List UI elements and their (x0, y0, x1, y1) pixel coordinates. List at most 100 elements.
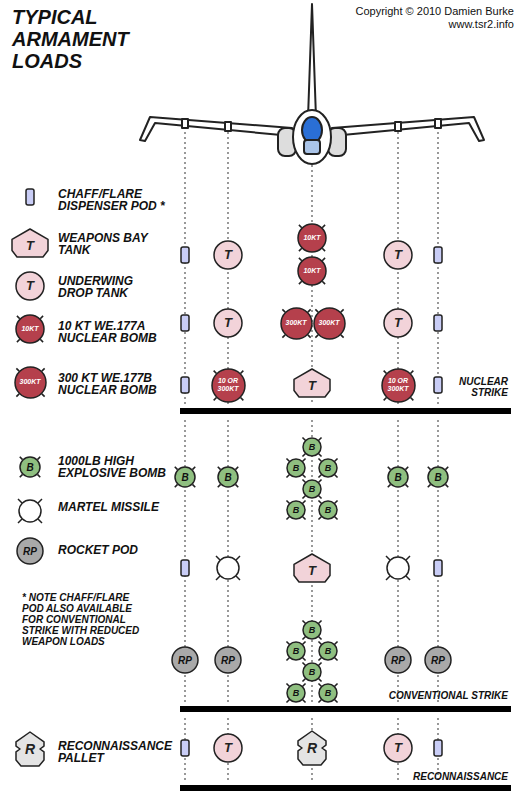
symbol-letter: RP (431, 655, 445, 666)
symbol-letter: B (293, 463, 300, 473)
he-bomb: B (286, 641, 306, 661)
symbol-letter: B (293, 688, 300, 698)
he-bomb: B (318, 641, 338, 661)
legend-text: MARTEL MISSILE (58, 501, 168, 513)
symbol-letter: 10 OR 300KT (215, 377, 241, 393)
diagram-title: TYPICAL ARMAMENT LOADS (12, 6, 152, 72)
he-bomb: B (286, 458, 306, 478)
symbol-letter: 300KT (285, 319, 306, 327)
weapons-bay-tank: T (293, 368, 331, 401)
nuclear-bomb-10kt: 10KT (297, 223, 327, 253)
copyright-note: Copyright © 2010 Damien Burke (320, 5, 514, 17)
martel-missiles (18, 499, 410, 580)
he-bomb: B (427, 466, 449, 488)
nuclear-bomb-10kt: 10KT (15, 314, 45, 344)
website: www.tsr2.info (320, 18, 514, 30)
symbol-letter: T (394, 316, 402, 330)
drop-tank: T (383, 733, 413, 763)
aircraft (140, 4, 484, 164)
symbol-letter: 10KT (303, 234, 320, 242)
he-bomb: B (217, 466, 239, 488)
symbol-letter: T (394, 248, 402, 262)
drop-tank: T (213, 240, 243, 270)
weapons-bay-tank: T (11, 228, 49, 261)
section-title: CONVENTIONAL STRIKE (340, 690, 508, 701)
legend-text: CHAFF/FLARE DISPENSER POD * (58, 188, 180, 212)
drop-tank: T (383, 240, 413, 270)
symbol-letter: RP (221, 655, 235, 666)
symbol-letter: B (224, 472, 231, 483)
he-bomb: B (286, 500, 306, 520)
he-bomb: B (302, 479, 322, 499)
symbol-letter: T (224, 316, 232, 330)
chaff-pods (26, 189, 442, 756)
nuclear-bomb: 10 OR 300KT (381, 368, 416, 403)
symbol-letter: B (325, 688, 332, 698)
he-bomb: B (318, 683, 338, 703)
section-bars (180, 408, 511, 791)
nuclear-bomb-300kt: 300KT (313, 307, 346, 340)
he-bomb: B (286, 683, 306, 703)
symbol-letter: RP (23, 546, 37, 557)
drop-tank: T (15, 271, 45, 301)
symbol-letter: T (26, 239, 34, 253)
symbol-letter: RP (391, 655, 405, 666)
symbol-letter: B (325, 505, 332, 515)
symbol-letter: 10 OR 300KT (385, 377, 411, 393)
symbol-letter: B (181, 472, 188, 483)
symbol-letter: B (325, 646, 332, 656)
recon-pallet: R (13, 731, 47, 767)
weapons-bay-tank: T (293, 553, 331, 586)
drop-tank: T (383, 308, 413, 338)
rocket-pod: RP (384, 646, 412, 674)
pylon-lines (185, 132, 438, 782)
symbol-letter: B (293, 646, 300, 656)
rocket-pod: RP (171, 646, 199, 674)
he-bomb: B (318, 500, 338, 520)
he-bomb: B (19, 456, 41, 478)
symbol-letter: B (325, 463, 332, 473)
footnote: * NOTE CHAFF/FLARE POD ALSO AVAILABLE FO… (22, 592, 150, 647)
nuclear-bomb-300kt: 300KT (14, 366, 47, 399)
symbol-letter: T (308, 564, 316, 578)
legend-text: ROCKET POD (58, 544, 168, 556)
symbol-letter: B (309, 625, 316, 635)
symbol-letter: R (25, 742, 35, 757)
section-title: RECONNAISSANCE (380, 771, 508, 782)
symbol-letter: T (26, 279, 34, 293)
symbol-letter: RP (178, 655, 192, 666)
drop-tank: T (213, 733, 243, 763)
nuclear-bomb: 10 OR 300KT (211, 368, 246, 403)
legend-text: RECONNAISSANCE PALLET (58, 740, 178, 764)
he-bomb: B (387, 466, 409, 488)
symbol-letter: B (434, 472, 441, 483)
recon-pallet: R (295, 730, 329, 766)
nuclear-bomb-10kt: 10KT (297, 256, 327, 286)
symbol-letter: T (394, 741, 402, 755)
legend-text: 1000LB HIGH EXPLOSIVE BOMB (58, 455, 168, 479)
rocket-pod: RP (214, 646, 242, 674)
he-bomb: B (302, 437, 322, 457)
symbol-letter: 10KT (303, 267, 320, 275)
symbol-letter: B (293, 505, 300, 515)
symbol-letter: B (309, 484, 316, 494)
legend-text: UNDERWING DROP TANK (58, 275, 168, 299)
symbol-letter: 10KT (21, 325, 38, 333)
legend-text: 300 KT WE.177B NUCLEAR BOMB (58, 372, 180, 396)
he-bomb: B (302, 620, 322, 640)
legend-text: 10 KT WE.177A NUCLEAR BOMB (58, 320, 180, 344)
nuclear-bomb-300kt: 300KT (280, 307, 313, 340)
symbol-letter: B (394, 472, 401, 483)
symbol-letter: B (309, 667, 316, 677)
symbol-letter: 300KT (318, 319, 339, 327)
symbol-letter: B (309, 442, 316, 452)
symbol-letter: T (224, 741, 232, 755)
drop-tank: T (213, 308, 243, 338)
section-title: NUCLEAR STRIKE (452, 376, 508, 398)
rocket-pod: RP (424, 646, 452, 674)
symbol-letter: T (308, 379, 316, 393)
symbol-letter: T (224, 248, 232, 262)
legend-text: WEAPONS BAY TANK (58, 232, 168, 256)
symbol-letter: 300KT (19, 378, 40, 386)
